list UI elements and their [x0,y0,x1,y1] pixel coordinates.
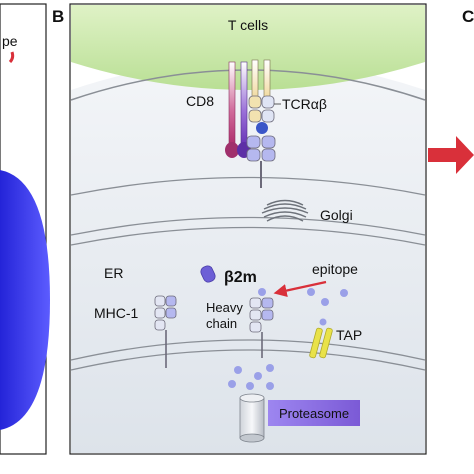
next-panel-arrow [428,136,474,174]
epitope-label: epitope [312,261,358,277]
tap-transporter [309,318,333,359]
peptide [234,366,242,374]
peptide [307,288,315,296]
proteasome-label: Proteasome [279,406,349,421]
peptide [254,372,262,380]
epitope-arrow [273,280,327,298]
peptide [228,380,236,388]
left-panel: pe [0,3,50,455]
proteasome-cylinder [239,393,265,443]
left-panel-blue-cell [0,170,50,430]
left-panel-red-mark [8,51,15,64]
mhc1-label: MHC-1 [94,305,139,321]
peptide [266,364,274,372]
cd8-label: CD8 [186,93,214,109]
golgi-label: Golgi [320,207,353,223]
heavy-chain-label-line2: chain [206,316,237,331]
golgi-upper-membrane [70,176,426,196]
t-cells-label: T cells [228,17,268,33]
peptide [246,382,254,390]
heavy-chain-molecule [249,288,274,358]
left-panel-partial-text: pe [2,33,18,49]
heavy-chain-label-line1: Heavy [206,300,243,315]
proteasome-label-box [268,400,360,426]
peptide [340,289,348,297]
apc-plasma-membrane [70,69,426,101]
panel-b: T cells CD8 [69,3,427,455]
panel-c-letter: C [462,7,474,26]
peptide [321,298,329,306]
er-upper-membrane [70,216,426,236]
tcr-molecule [246,59,276,188]
b2m-molecule [200,265,216,283]
er-lower-membrane-inner [70,349,426,371]
er-lower-membrane [70,339,426,361]
b2m-label: β2m [224,269,257,286]
er-label: ER [104,265,123,281]
mhc1-molecule [154,295,177,368]
peptide [266,382,274,390]
panel-b-letter: B [52,7,64,26]
tap-label: TAP [336,327,362,343]
golgi-apparatus [261,199,309,222]
t-cell-membrane [71,5,425,90]
er-upper-membrane-inner [70,226,426,246]
tcr-label: TCRαβ [282,96,327,112]
